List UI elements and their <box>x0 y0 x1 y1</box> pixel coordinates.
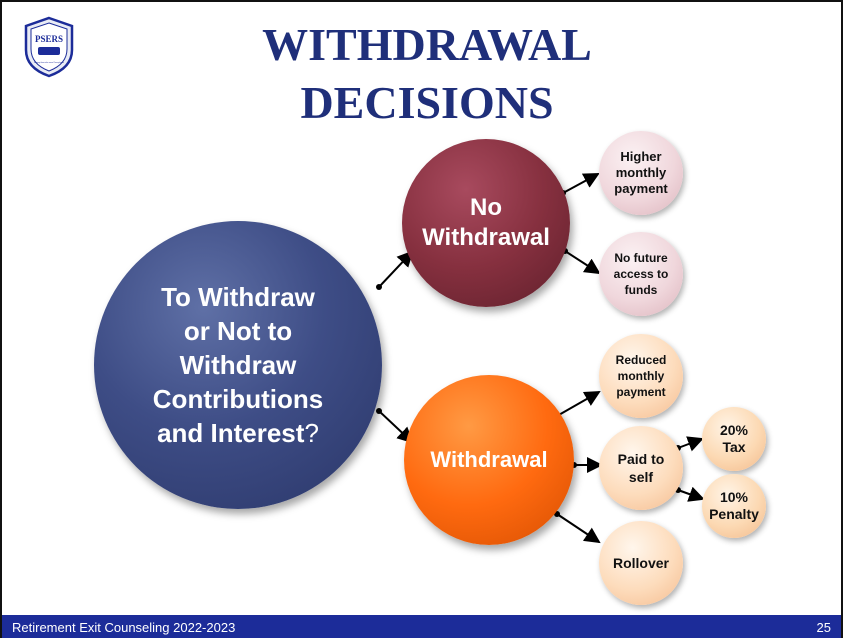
central-line-1: To Withdraw <box>161 282 315 312</box>
logo-text: PSERS <box>35 34 63 44</box>
leaf-line: payment <box>614 181 668 196</box>
leaf-line: Tax <box>722 439 746 455</box>
leaf-line: payment <box>616 385 666 399</box>
higher-monthly-payment-node: Higher monthly payment <box>599 131 683 215</box>
leaf-line: No future <box>614 251 668 265</box>
connector-withdrawal-to-rollover <box>556 513 601 544</box>
central-question-node: To Withdraw or Not to Withdraw Contribut… <box>94 221 382 509</box>
central-last-line: and Interest <box>157 418 305 448</box>
footer-bar: Retirement Exit Counseling 2022-2023 25 <box>2 615 841 638</box>
leaf-line: Paid to <box>617 451 665 467</box>
connector-no-withdrawal-to-no-access <box>564 250 601 275</box>
leaf-line: 20% <box>719 422 749 438</box>
connector-withdrawal-to-reduced <box>556 391 601 417</box>
no-withdrawal-line-1: No <box>469 194 502 221</box>
leaf-line: Reduced <box>615 353 667 367</box>
footer-title: Retirement Exit Counseling 2022-2023 <box>12 620 236 635</box>
reduced-monthly-payment-node: Reduced monthly payment <box>599 334 683 418</box>
tax-node: 20% Tax <box>702 407 766 471</box>
central-line-5: and Interest? <box>153 416 323 450</box>
central-question-mark: ? <box>304 418 319 448</box>
no-future-access-node: No future access to funds <box>599 232 683 316</box>
central-line-3: Withdraw <box>179 350 297 380</box>
title-line-2: DECISIONS <box>300 77 554 128</box>
penalty-node: 10% Penalty <box>702 474 766 538</box>
leaf-line: funds <box>624 283 658 297</box>
withdrawal-label: Withdrawal <box>430 447 548 472</box>
connector-no-withdrawal-to-higher <box>562 173 600 194</box>
psers-logo: PSERS Serving those who serve Pennsylvan… <box>24 16 74 78</box>
leaf-line: Penalty <box>709 506 759 522</box>
connector-paid-to-penalty <box>677 486 705 502</box>
logo-tagline: Serving those who serve Pennsylvania <box>34 61 65 64</box>
withdrawal-node: Withdrawal <box>404 375 574 545</box>
no-withdrawal-line-2: Withdrawal <box>422 224 550 251</box>
no-withdrawal-node: No Withdrawal <box>402 139 570 307</box>
rollover-node: Rollover <box>599 521 683 605</box>
leaf-line: access to <box>613 267 669 281</box>
leaf-line: monthly <box>617 369 665 383</box>
connector-central-to-no-withdrawal <box>378 250 414 288</box>
leaf-line: Higher <box>620 149 662 164</box>
slide-title: WITHDRAWAL DECISIONS <box>202 16 652 132</box>
connector-paid-to-tax <box>677 436 704 452</box>
central-line-4: Contributions <box>152 384 324 414</box>
leaf-line: self <box>628 469 654 485</box>
leaf-line: Rollover <box>612 555 669 571</box>
page-number: 25 <box>816 620 831 635</box>
title-line-1: WITHDRAWAL <box>262 19 592 70</box>
leaf-line: monthly <box>615 165 667 180</box>
leaf-line: 10% <box>719 489 749 505</box>
paid-to-self-node: Paid to self <box>599 426 683 510</box>
central-line-2: or Not to <box>183 316 293 346</box>
